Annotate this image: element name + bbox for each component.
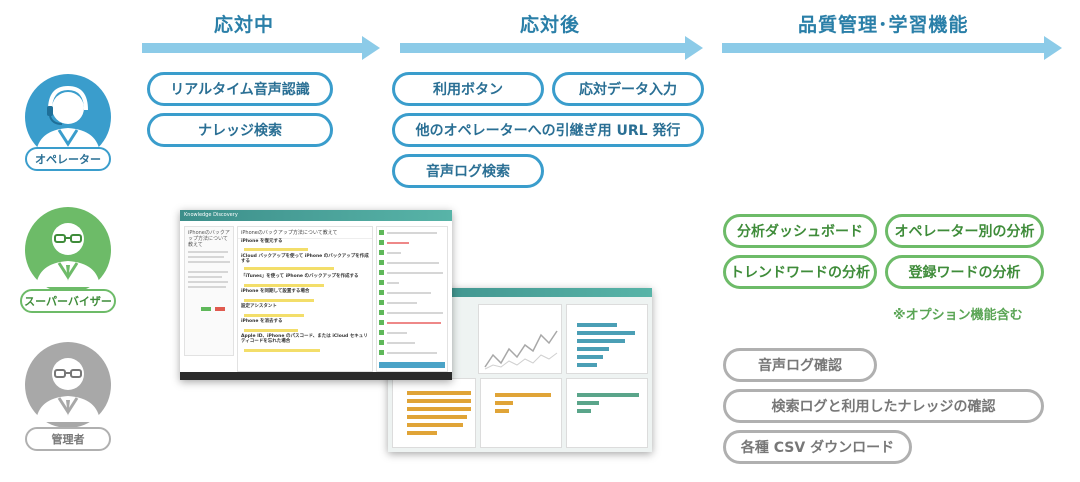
knowledge-search-screenshot: Knowledge Discovery iPhoneのバックアップ方法について教… (180, 210, 452, 380)
feature-operator-analysis: オペレーター別の分析 (885, 214, 1044, 248)
arrow-right-icon (400, 36, 703, 60)
feature-analysis-dashboard: 分析ダッシュボード (723, 214, 877, 248)
admin-role-label: 管理者 (25, 427, 111, 451)
feature-knowledge-search: ナレッジ検索 (147, 113, 333, 147)
supervisor-role (22, 205, 114, 305)
feature-realtime-speech: リアルタイム音声認識 (147, 72, 333, 106)
arrow-right-icon (142, 36, 380, 60)
glasses-person-icon (25, 207, 111, 293)
result-title: 設定アシスタント (241, 304, 277, 309)
result-title: iPhone を同期して設置する場合 (241, 289, 310, 294)
feature-search-log-check: 検索ログと利用したナレッジの確認 (723, 389, 1044, 423)
phase-title-after: 応対後 (520, 14, 581, 36)
result-title: iCloud バックアップを使って iPhone のバックアップを作成する (241, 254, 369, 264)
result-title: 「iTunes」を使って iPhone のバックアップを作成する (241, 274, 359, 279)
feature-voice-log-search: 音声ログ検索 (392, 154, 544, 188)
feature-voice-log-check: 音声ログ確認 (723, 348, 877, 382)
result-title: iPhone を復元する (241, 239, 283, 244)
phase-title-quality: 品質管理･学習機能 (798, 14, 969, 36)
supervisor-role-label: スーパーバイザー (20, 289, 116, 313)
feature-use-button: 利用ボタン (392, 72, 544, 106)
query-title: iPhoneのバックアップ方法について教えて (188, 230, 230, 248)
results-header: iPhoneのバックアップ方法について教えて (238, 227, 372, 239)
operator-role-label: オペレーター (25, 147, 111, 171)
feature-registered-word-analysis: 登録ワードの分析 (885, 255, 1044, 289)
feature-trend-word-analysis: トレンドワードの分析 (723, 255, 877, 289)
feature-csv-download: 各種 CSV ダウンロード (723, 430, 912, 464)
phase-title-during: 応対中 (214, 14, 275, 36)
result-title: iPhone を消去する (241, 319, 283, 324)
admin-role (22, 340, 114, 440)
glasses-person-icon (25, 342, 111, 428)
feature-handover-url: 他のオペレーターへの引継ぎ用 URL 発行 (392, 113, 704, 147)
result-title: Apple ID、iPhone のパスコード、または iCloud セキュリティ… (241, 334, 368, 344)
app-title: Knowledge Discovery (180, 210, 452, 221)
option-note: ※オプション機能含む (893, 308, 1023, 323)
feature-call-data-input: 応対データ入力 (552, 72, 704, 106)
arrow-right-icon (722, 36, 1062, 60)
dashboard-screenshot (388, 288, 652, 452)
